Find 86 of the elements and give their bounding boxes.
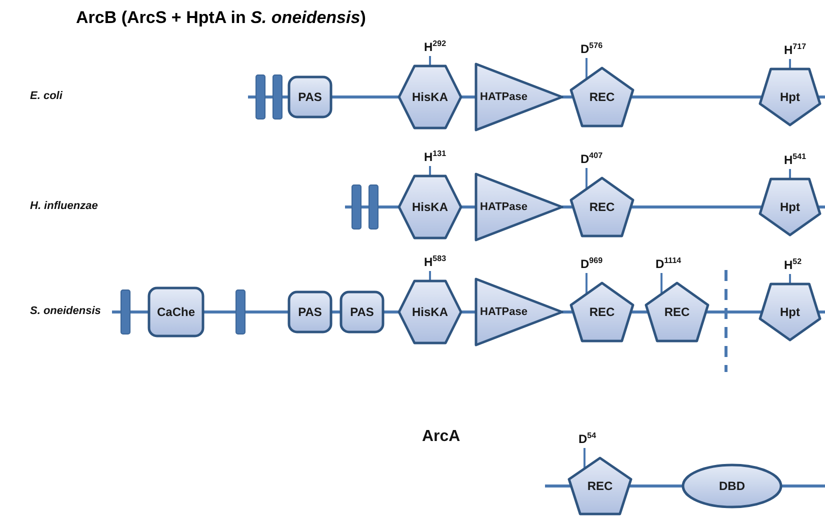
- protein-backbone: [332, 96, 399, 98]
- protein-backbone: [818, 96, 825, 98]
- protein-backbone: [248, 96, 256, 98]
- pentagon-domain: [646, 283, 708, 341]
- title: ArcB (ArcS + HptA in S. oneidensis): [76, 8, 366, 28]
- transmembrane-bar: [368, 185, 378, 229]
- residue-label: D$^{54}$: [578, 432, 596, 446]
- domain-label: PAS: [349, 305, 375, 319]
- domain-label: PAS: [297, 90, 323, 104]
- residue-label: H$^{717}$: [784, 43, 806, 57]
- protein-backbone: [345, 206, 352, 208]
- species-label: S. oneidensis: [30, 305, 101, 317]
- domain-label: Hpt: [779, 200, 801, 214]
- domain-label: REC: [663, 305, 691, 319]
- residue-label: H$^{131}$: [424, 150, 446, 164]
- protein-backbone: [332, 310, 340, 314]
- protein-backbone: [628, 484, 682, 488]
- transmembrane-bar: [272, 75, 282, 119]
- ellipse-domain: [682, 464, 782, 508]
- domain-label: Hpt: [779, 90, 801, 104]
- pentagon-domain: [571, 68, 633, 126]
- triangle-domain: [476, 279, 562, 345]
- hexagon-domain: [399, 281, 461, 343]
- domain-label: HisKA: [410, 90, 449, 104]
- transmembrane-bar: [120, 290, 130, 334]
- domain-label: REC: [588, 200, 616, 214]
- residue-label: D$^{1114}$: [656, 257, 682, 271]
- triangle-domain: [476, 174, 562, 240]
- protein-backbone: [244, 310, 288, 314]
- residue-label: D$^{969}$: [580, 257, 603, 271]
- residue-label: H$^{292}$: [424, 40, 446, 54]
- rounded-domain-box: [340, 291, 384, 333]
- protein-backbone: [112, 310, 120, 314]
- species-label: H. influenzae: [30, 200, 98, 212]
- protein-backbone: [562, 206, 574, 208]
- protein-backbone: [545, 484, 572, 488]
- protein-backbone: [384, 310, 399, 314]
- residue-label: H$^{541}$: [784, 153, 806, 167]
- domain-label: HisKA: [410, 305, 449, 319]
- rounded-domain-box: [288, 291, 332, 333]
- protein-backbone: [562, 310, 574, 314]
- protein-backbone: [630, 310, 648, 314]
- pentagon-domain: [760, 179, 820, 235]
- protein-backbone: [204, 310, 236, 314]
- pentagon-domain: [571, 178, 633, 236]
- transmembrane-bar: [256, 75, 264, 119]
- pentagon-domain: [571, 283, 633, 341]
- protein-backbone: [818, 310, 825, 314]
- protein-backbone: [630, 206, 762, 208]
- hexagon-domain: [399, 176, 461, 238]
- rounded-domain-box: [148, 287, 204, 337]
- domain-label: REC: [586, 479, 614, 493]
- domain-label: HisKA: [410, 200, 449, 214]
- protein-backbone: [461, 310, 476, 314]
- section-heading: ArcA: [422, 428, 460, 446]
- protein-backbone: [130, 310, 148, 314]
- protein-backbone: [782, 484, 825, 488]
- pentagon-domain: [569, 458, 631, 514]
- transmembrane-bar: [236, 290, 244, 334]
- protein-backbone: [378, 206, 399, 208]
- pentagon-domain: [760, 69, 820, 125]
- domain-label: CaChe: [156, 305, 196, 319]
- residue-label: D$^{407}$: [580, 152, 603, 166]
- pentagon-domain: [760, 284, 820, 340]
- triangle-domain: [476, 64, 562, 130]
- rounded-domain-box: [288, 76, 332, 118]
- transmembrane-bar: [352, 185, 360, 229]
- domain-label: Hpt: [779, 305, 801, 319]
- protein-backbone: [818, 206, 825, 208]
- domain-label: PAS: [297, 305, 323, 319]
- domain-label: HATPase: [480, 90, 528, 104]
- domain-label: HATPase: [480, 200, 528, 214]
- protein-backbone: [562, 96, 574, 98]
- residue-label: D$^{576}$: [580, 42, 603, 56]
- residue-label: H$^{583}$: [424, 255, 446, 269]
- domain-label: REC: [588, 305, 616, 319]
- hexagon-domain: [399, 66, 461, 128]
- protein-backbone: [461, 96, 476, 98]
- protein-backbone: [630, 96, 762, 98]
- species-label: E. coli: [30, 90, 62, 102]
- domain-label: REC: [588, 90, 616, 104]
- protein-backbone: [706, 310, 762, 314]
- domain-label: DBD: [718, 479, 746, 493]
- residue-label: H$^{52}$: [784, 258, 802, 272]
- domain-label: HATPase: [480, 305, 528, 319]
- protein-backbone: [461, 206, 476, 208]
